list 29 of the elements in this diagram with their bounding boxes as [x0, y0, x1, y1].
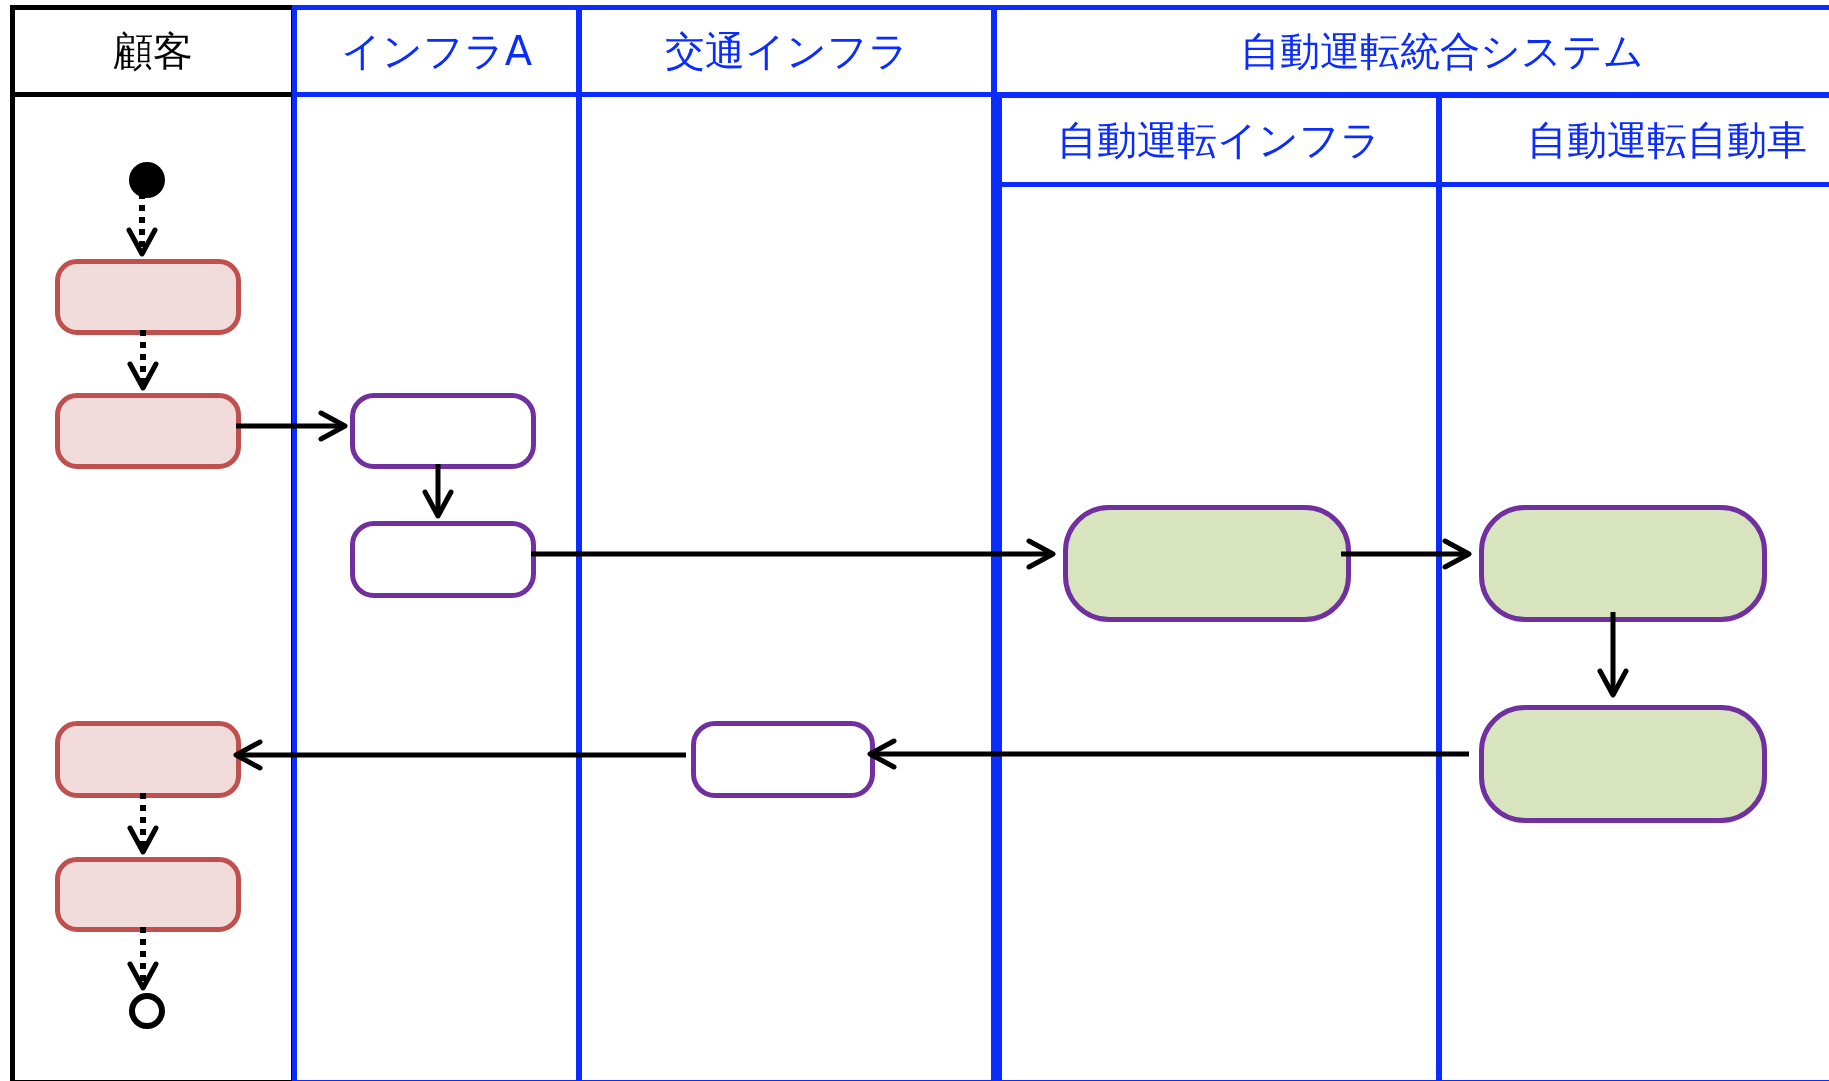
lane-header: 自動運転統合システム — [997, 10, 1829, 97]
arrow — [127, 793, 159, 855]
activity-box — [55, 393, 241, 469]
arrow — [233, 739, 686, 771]
arrow — [1597, 612, 1629, 698]
arrow — [531, 538, 1056, 570]
activity-box — [55, 857, 241, 932]
arrow — [126, 193, 158, 257]
lane-header: 自動運転自動車 — [1442, 98, 1829, 187]
activity-box — [55, 721, 241, 798]
activity-box — [350, 393, 536, 469]
arrow — [127, 330, 159, 391]
start-dot — [129, 162, 165, 198]
arrow — [236, 410, 348, 442]
activity-box — [55, 259, 241, 335]
activity-box — [350, 521, 536, 598]
activity-box — [1479, 705, 1767, 823]
lane-header: インフラA — [297, 10, 576, 97]
activity-box — [1479, 505, 1767, 622]
activity-box — [1063, 505, 1351, 622]
lane-header: 顧客 — [15, 10, 291, 97]
arrow — [867, 738, 1469, 770]
end-circle — [129, 993, 165, 1029]
arrow — [1341, 538, 1472, 570]
arrow — [127, 927, 159, 991]
lane-header: 自動運転インフラ — [1002, 98, 1436, 187]
arrow — [422, 464, 454, 519]
activity-box — [691, 721, 875, 798]
lane-header: 交通インフラ — [582, 10, 991, 97]
